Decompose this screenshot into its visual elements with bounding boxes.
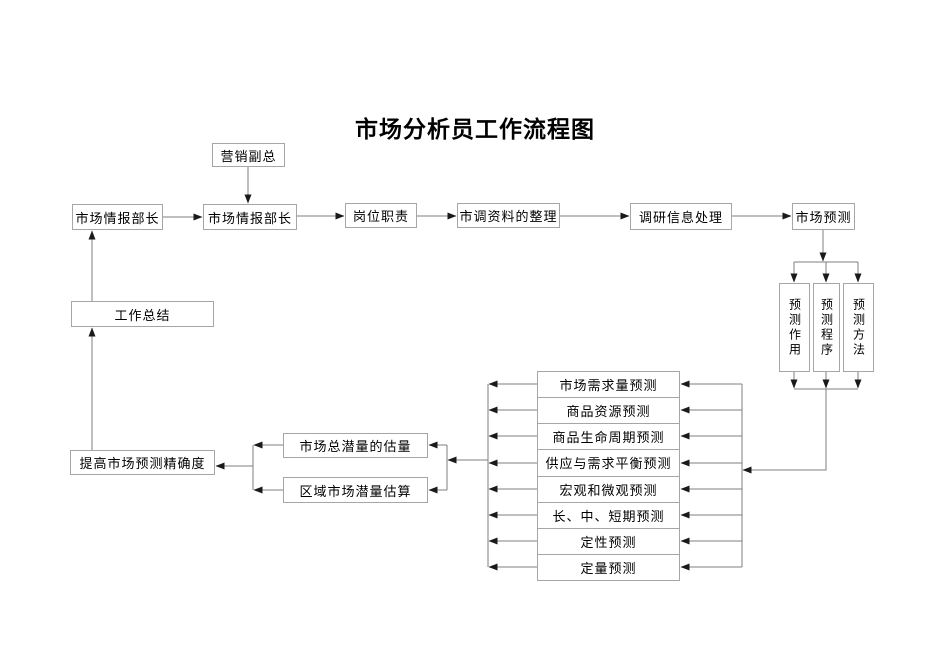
forecast-method-label: 预测方法 [851, 297, 866, 358]
node-forecast-role: 预测作用 [779, 283, 810, 372]
node-forecast-type: 商品生命周期预测 [538, 423, 679, 449]
page-title: 市场分析员工作流程图 [355, 116, 595, 142]
node-survey-data-sorting: 市调资料的整理 [457, 203, 560, 228]
node-forecast-type: 定性预测 [538, 527, 679, 554]
node-forecast-type: 长、中、短期预测 [538, 501, 679, 528]
forecast-procedure-label: 预测程序 [819, 297, 834, 358]
node-forecast-type: 定量预测 [538, 553, 679, 580]
node-forecast-type: 商品资源预测 [538, 397, 679, 423]
node-improve-accuracy: 提高市场预测精确度 [70, 450, 215, 475]
node-forecast-type: 市场需求量预测 [559, 378, 658, 394]
node-intel-chief-2: 市场情报部长 [203, 204, 297, 230]
node-forecast-type: 供应与需求平衡预测 [538, 449, 679, 475]
node-marketing-vp: 营销副总 [212, 143, 285, 167]
node-research-info-processing: 调研信息处理 [630, 203, 732, 230]
forecast-role-label: 预测作用 [787, 297, 802, 358]
node-work-summary: 工作总结 [71, 301, 214, 327]
node-forecast-method: 预测方法 [843, 283, 874, 372]
node-forecast-type: 宏观和微观预测 [538, 475, 679, 502]
node-forecast-procedure: 预测程序 [813, 283, 840, 372]
node-market-forecast: 市场预测 [792, 203, 855, 230]
node-intel-chief-1: 市场情报部长 [72, 204, 163, 230]
node-total-market-potential: 市场总潜量的估量 [283, 433, 428, 458]
forecast-types-stack: 市场需求量预测 商品资源预测 商品生命周期预测 供应与需求平衡预测 宏观和微观预… [537, 371, 680, 581]
node-job-duties: 岗位职责 [345, 203, 417, 228]
node-regional-market-potential: 区域市场潜量估算 [283, 477, 428, 503]
